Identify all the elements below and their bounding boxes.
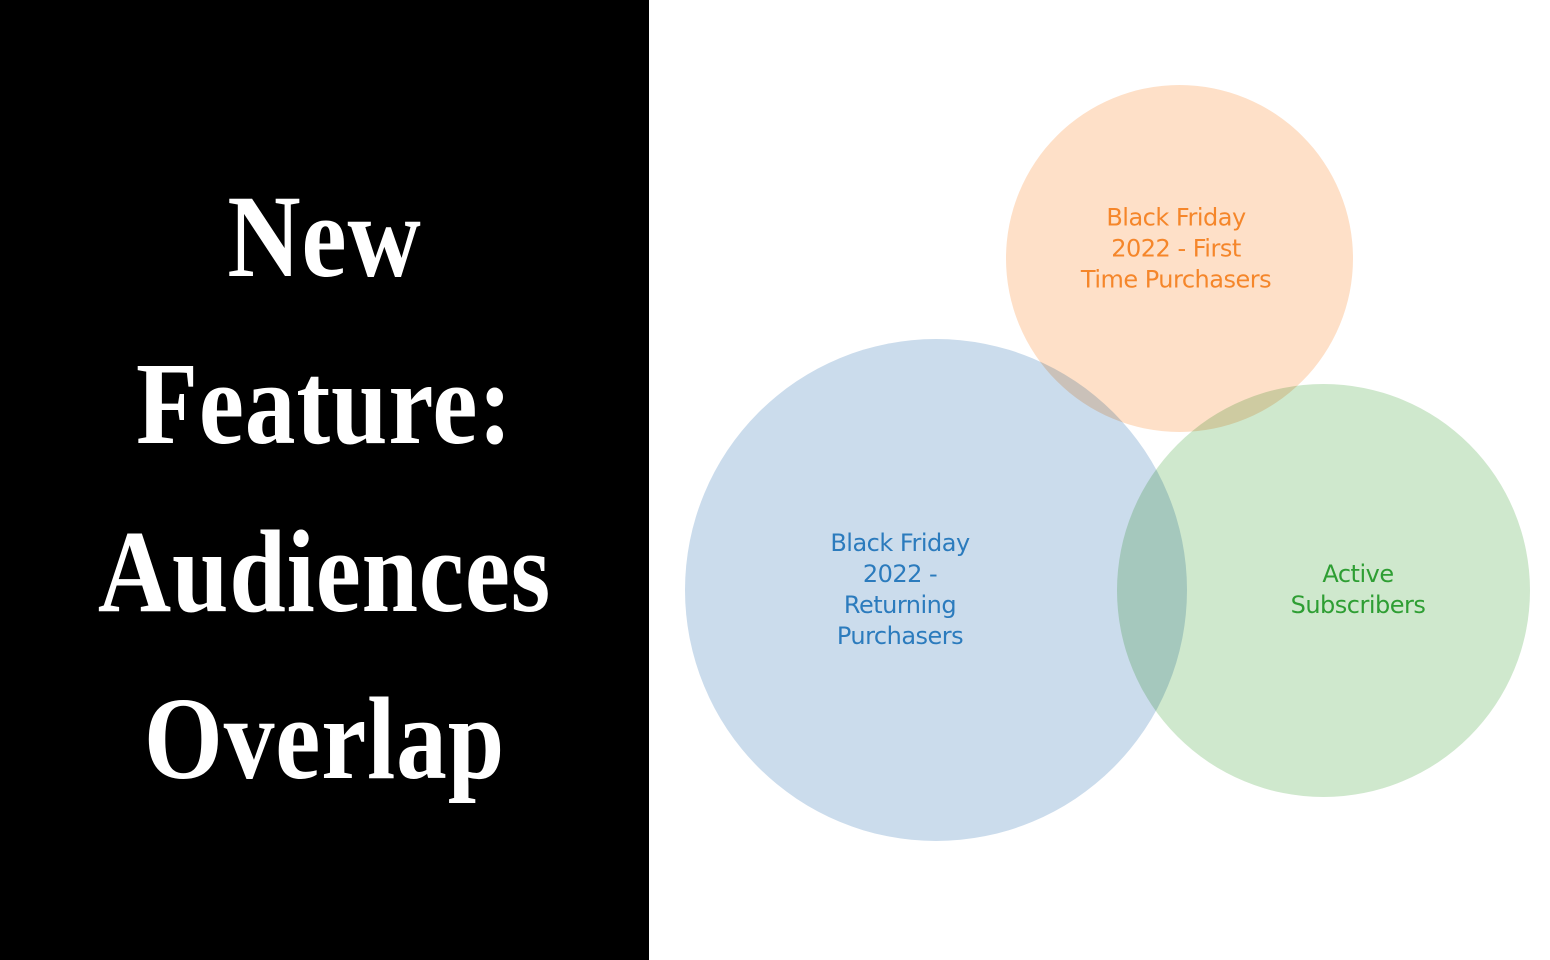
venn-circle-active-subscribers[interactable] (1117, 384, 1530, 797)
title-line-1: New (227, 171, 422, 302)
venn-circle-first-time-purchasers[interactable] (1006, 85, 1353, 432)
venn-diagram: Black Friday 2022 - First Time Purchaser… (649, 0, 1550, 960)
title-panel: New Feature: Audiences Overlap (0, 0, 649, 960)
venn-label-active-subscribers: Active Subscribers (1290, 560, 1426, 619)
venn-circle-returning-purchasers[interactable] (685, 339, 1187, 841)
title-line-2: Feature: (136, 338, 513, 469)
venn-label-returning-purchasers: Black Friday 2022 - Returning Purchasers (830, 529, 970, 650)
venn-label-first-time-purchasers: Black Friday 2022 - First Time Purchaser… (1080, 203, 1272, 294)
title-line-4: Overlap (143, 673, 506, 804)
title-line-3: Audiences (97, 506, 552, 637)
